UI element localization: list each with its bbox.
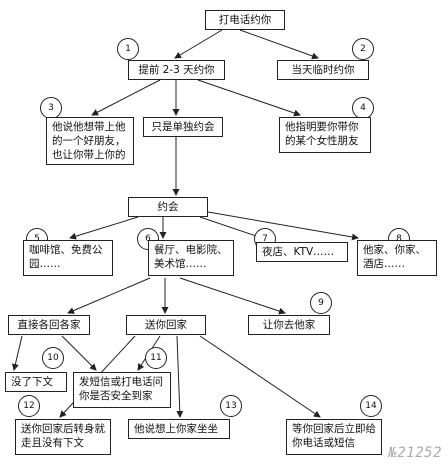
node-plan-ahead: 提前 2-3 天约你: [128, 60, 225, 80]
node-nightclub-ktv: 夜店、KTV……: [256, 242, 348, 262]
node-female-friend: 他指明要你带你的某个女性朋友: [279, 117, 371, 153]
arrow-root-to-n2: [239, 29, 319, 60]
node-send-home: 送你回家: [126, 315, 206, 335]
arrow-n6-to-home-direct: [67, 277, 151, 314]
step-number-12: 12: [18, 395, 40, 417]
node-ask-safe-home: 发短信或打电话问你是否安全到家: [73, 372, 171, 408]
watermark: №21252: [388, 445, 442, 461]
arrow-n1-to-n3: [91, 79, 161, 116]
arrow-date-to-n5: [69, 216, 139, 240]
arrow-n6-to-let-go: [179, 277, 286, 315]
arrow-date-to-n8: [207, 211, 359, 241]
arrow-home-direct-to-n11: [61, 335, 97, 371]
node-go-to-his-place: 让你去他家: [248, 315, 330, 335]
node-wants-to-come-in: 他说想上你家坐坐: [128, 419, 230, 439]
node-single-date: 只是单独约会: [143, 117, 223, 137]
arrow-send-home-to-n13: [176, 335, 184, 418]
node-leave-no-follow-up: 送你回家后转身就走且没有下文: [15, 419, 111, 455]
node-bring-friend: 他说他想带上他的一个好朋友，也让你带上你的: [46, 117, 134, 165]
node-date: 约会: [128, 197, 208, 217]
node-cafe-park: 咖啡馆、免费公园……: [23, 240, 113, 276]
step-number-2: 2: [352, 38, 374, 60]
step-number-9: 9: [310, 292, 332, 314]
step-number-14: 14: [360, 395, 382, 417]
arrow-send-home-to-n14: [199, 335, 321, 418]
node-call-after-home: 等你回家后立即给你电话或短信: [286, 419, 382, 455]
arrow-root-to-n1: [174, 29, 223, 59]
node-restaurant-cinema: 餐厅、电影院、美术馆……: [148, 240, 234, 276]
step-number-1: 1: [117, 38, 139, 60]
arrow-n1-to-n4: [197, 79, 301, 117]
node-root: 打电话约你: [205, 10, 285, 30]
node-no-follow-up: 没了下文: [5, 372, 67, 392]
step-number-4: 4: [352, 97, 374, 119]
step-number-3: 3: [40, 97, 62, 119]
step-number-13: 13: [220, 395, 242, 417]
step-number-11: 11: [145, 347, 167, 369]
node-home-hotel: 他家、你家、酒店……: [357, 240, 437, 276]
arrow-home-direct-to-n10: [11, 335, 23, 371]
node-go-home-separately: 直接各回各家: [8, 315, 90, 335]
node-same-day: 当天临时约你: [277, 60, 369, 80]
step-number-10: 10: [42, 347, 64, 369]
